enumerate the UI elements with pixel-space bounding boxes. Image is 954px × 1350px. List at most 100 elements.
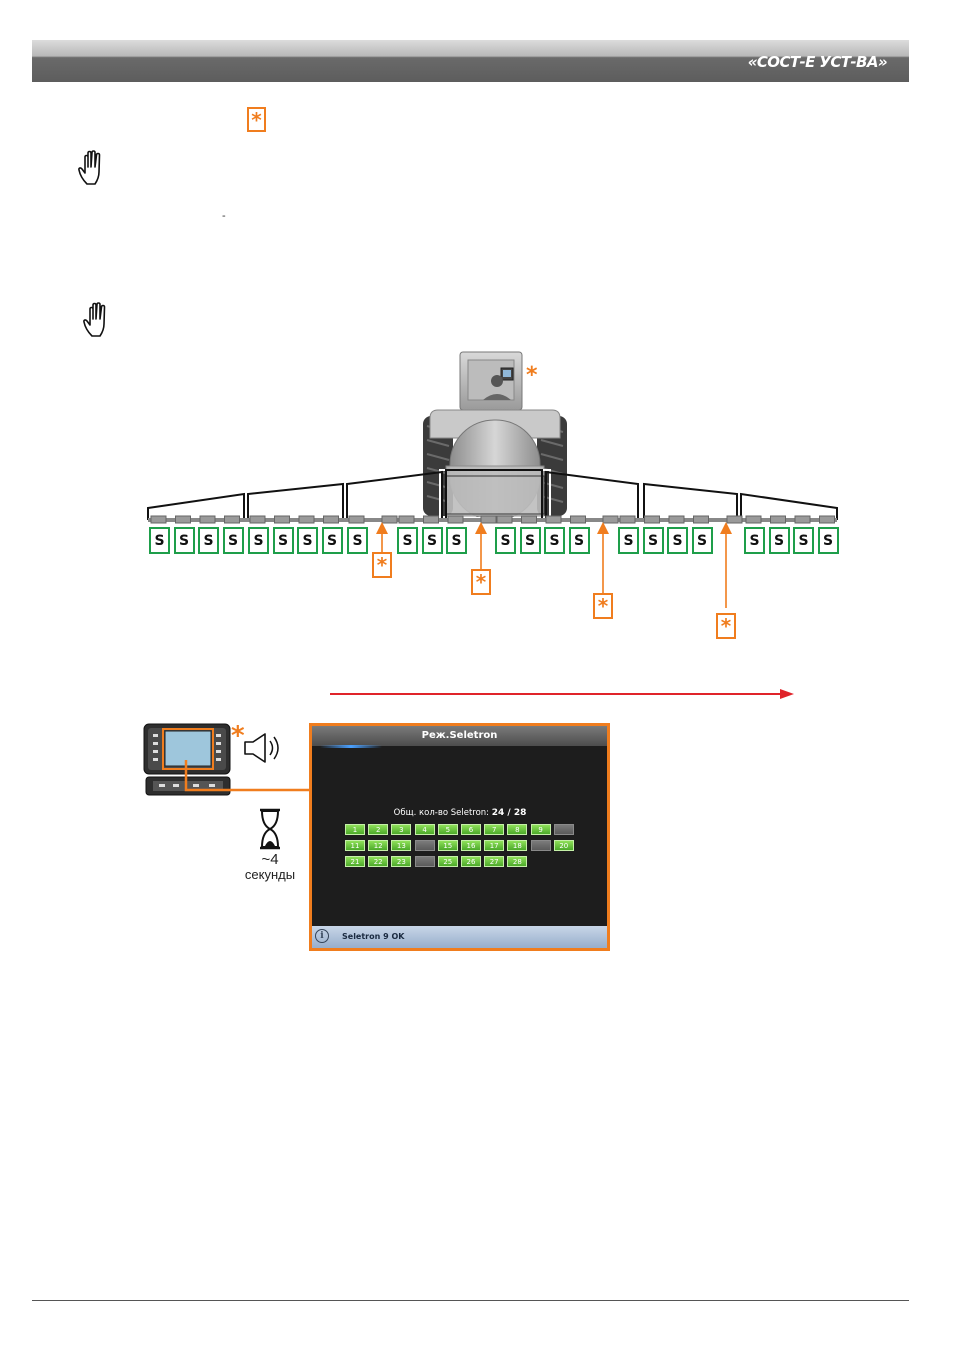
nozzle-cap <box>298 515 315 524</box>
seletron-box: S <box>446 527 467 554</box>
count-value: 24 / 28 <box>491 808 527 818</box>
seletron-tile <box>530 840 551 851</box>
seletron-box: S <box>568 527 590 554</box>
seletron-box: S <box>768 527 790 554</box>
seletron-tile: 28 <box>507 856 528 867</box>
nozzle-cap <box>423 515 439 524</box>
seletron-tile <box>414 840 435 851</box>
boom-sections <box>147 469 838 520</box>
seletron-box: S <box>321 527 343 554</box>
seletron-tile: 25 <box>437 856 458 867</box>
asterisk-marker: * <box>716 613 736 639</box>
seletron-tile: 27 <box>484 856 505 867</box>
fault-indicators <box>376 522 732 608</box>
timer-unit: секунды <box>244 867 296 882</box>
count-label: Общ. кол-во Seletron: <box>393 808 490 818</box>
seletron-box: S <box>198 527 219 554</box>
nozzle-cap <box>274 515 290 524</box>
info-icon: i <box>315 929 329 943</box>
seletron-tile: 17 <box>484 840 505 851</box>
seletron-tile: 12 <box>368 840 389 851</box>
nozzle-cap <box>521 515 537 524</box>
seletron-box: S <box>297 527 318 554</box>
seletron-box: S <box>149 527 170 554</box>
nozzle-cap <box>602 515 619 524</box>
status-bar: i Seletron 9 OK <box>312 926 607 948</box>
seletron-tile: 21 <box>345 856 365 867</box>
nozzle-cap <box>480 515 497 524</box>
title-glow <box>320 745 382 748</box>
nozzle-cap <box>745 515 762 524</box>
seletron-count: Общ. кол-во Seletron: 24 / 28 <box>312 808 607 818</box>
seletron-tile: 20 <box>553 840 574 851</box>
seletron-box: S <box>173 527 195 554</box>
sprayer-illustration: * <box>147 351 838 524</box>
header-bar: «СОСТ-Е УСТ-ВА» <box>32 40 909 82</box>
nozzle-cap <box>668 515 685 524</box>
nozzle-cap <box>398 515 415 524</box>
nozzle-cap <box>770 515 786 524</box>
nozzle-cap <box>323 515 339 524</box>
nozzle-cap <box>348 515 365 524</box>
seletron-tile <box>553 824 574 835</box>
footer-line <box>32 1300 909 1301</box>
nozzle-cap <box>545 515 562 524</box>
seletron-tile: 23 <box>391 856 412 867</box>
seletron-tile: 6 <box>461 824 481 835</box>
speaker-icon <box>244 733 279 763</box>
seletron-tile: 7 <box>484 824 505 835</box>
cab-asterisk: * <box>526 363 538 388</box>
hand-icon <box>83 302 106 337</box>
seletron-tile: 8 <box>507 824 528 835</box>
seletron-box: S <box>618 527 639 554</box>
nozzle-cap <box>381 515 398 524</box>
seletron-tile <box>414 856 435 867</box>
seletron-box: S <box>642 527 664 554</box>
nozzle-cap <box>249 515 266 524</box>
nozzle-cap <box>570 515 586 524</box>
svg-text:*: * <box>231 722 245 751</box>
seletron-box: S <box>248 527 269 554</box>
status-text: Seletron 9 OK <box>342 932 405 941</box>
header-title: «СОСТ-Е УСТ-ВА» <box>747 53 888 71</box>
seletron-box: S <box>421 527 443 554</box>
asterisk-marker: * <box>247 107 266 132</box>
nozzle-cap <box>199 515 216 524</box>
seletron-tile: 15 <box>437 840 458 851</box>
seletron-box: S <box>397 527 418 554</box>
timer-value: ~4 <box>261 851 279 868</box>
seletron-tile: 16 <box>461 840 481 851</box>
nozzle-cap <box>496 515 513 524</box>
nozzle-row <box>150 515 835 524</box>
seletron-tile: 11 <box>345 840 365 851</box>
seletron-tile: 3 <box>391 824 412 835</box>
seletron-box: S <box>817 527 839 554</box>
seletron-box: S <box>691 527 713 554</box>
screen-title: Реж.Seletron <box>312 726 607 746</box>
seletron-tile: 9 <box>530 824 551 835</box>
seletron-tile: 5 <box>437 824 458 835</box>
seletron-box: S <box>222 527 244 554</box>
seletron-screen: Реж.Seletron Общ. кол-во Seletron: 24 / … <box>309 723 610 951</box>
nozzle-cap <box>619 515 636 524</box>
nozzle-cap <box>794 515 811 524</box>
seletron-box: S <box>744 527 765 554</box>
seletron-box: S <box>272 527 294 554</box>
seletron-tile: 22 <box>368 856 389 867</box>
stray-dash: - <box>222 210 226 222</box>
timer-caption: ~4 секунды <box>232 852 308 882</box>
seletron-tile: 4 <box>414 824 435 835</box>
seletron-tile: 1 <box>345 824 365 835</box>
hand-icon <box>78 150 101 185</box>
nozzle-cap <box>150 515 167 524</box>
nozzle-cap <box>175 515 191 524</box>
nozzle-cap <box>644 515 660 524</box>
seletron-box: S <box>495 527 516 554</box>
nozzle-cap <box>224 515 240 524</box>
seletron-box: S <box>793 527 814 554</box>
asterisk-marker: * <box>372 552 392 578</box>
seletron-box: S <box>544 527 565 554</box>
nozzle-cap <box>726 515 743 524</box>
seletron-box: S <box>519 527 541 554</box>
nozzle-cap <box>447 515 464 524</box>
